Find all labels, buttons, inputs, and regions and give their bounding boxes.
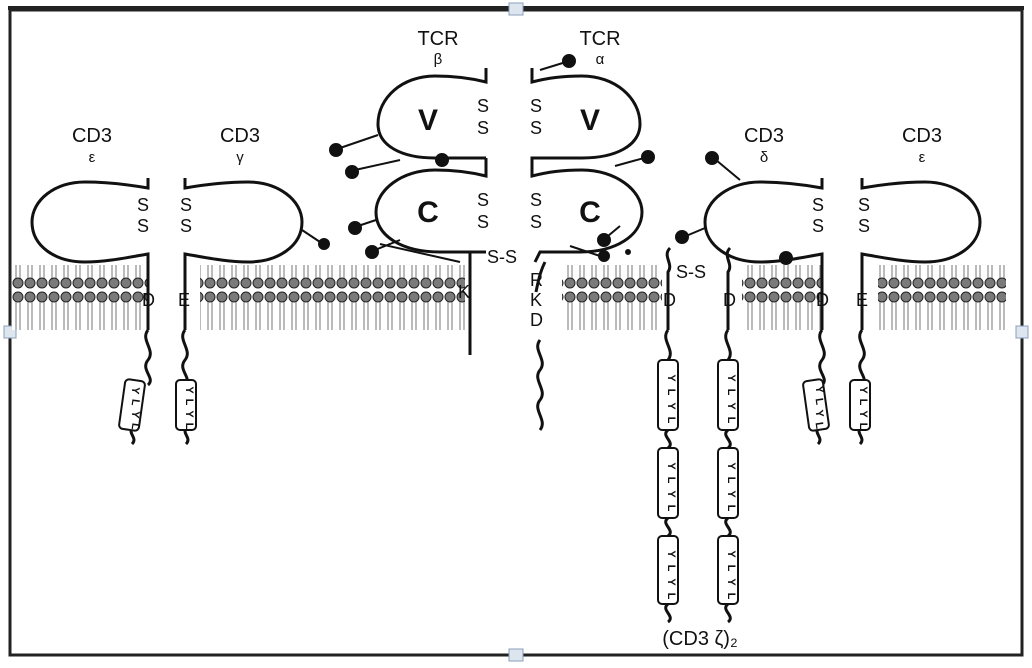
label-gamma: γ xyxy=(236,149,244,166)
s-tcra-3: S xyxy=(530,190,542,210)
domain-c-alpha: C xyxy=(579,196,601,229)
svg-text:L: L xyxy=(857,399,869,406)
s-cd3d-1: S xyxy=(812,195,824,215)
domain-v-beta: V xyxy=(418,104,438,137)
svg-text:L: L xyxy=(665,593,677,600)
zeta-disulfide: S-S xyxy=(676,262,706,282)
svg-text:L: L xyxy=(725,477,737,484)
svg-text:Y: Y xyxy=(857,410,869,418)
svg-text:Y: Y xyxy=(725,550,737,558)
tm-tcra-k: K xyxy=(530,290,542,310)
s-tcrb-2: S xyxy=(477,118,489,138)
label-beta: β xyxy=(434,51,443,68)
svg-text:L: L xyxy=(665,417,677,424)
svg-text:L: L xyxy=(857,423,869,430)
domain-v-alpha: V xyxy=(580,104,600,137)
svg-text:Y: Y xyxy=(665,374,677,382)
label-cd3-epsilon-left: CD3 xyxy=(72,125,112,147)
tm-cd3d: D xyxy=(816,290,829,310)
svg-text:Y: Y xyxy=(665,550,677,558)
svg-text:Y: Y xyxy=(725,402,737,410)
s-cd3d-2: S xyxy=(812,216,824,236)
svg-text:L: L xyxy=(725,593,737,600)
label-epsilon-right: ε xyxy=(919,149,926,166)
tm-tcra-d: D xyxy=(530,310,543,330)
svg-text:Y: Y xyxy=(725,374,737,382)
glycan-cd3-gamma xyxy=(318,238,330,250)
s-cd3g-2: S xyxy=(180,216,192,236)
label-cd3-zeta-dimer: (CD3 ζ)₂ xyxy=(662,628,737,650)
s-cd3e-left-2: S xyxy=(137,216,149,236)
svg-text:L: L xyxy=(725,505,737,512)
label-cd3-gamma: CD3 xyxy=(220,125,260,147)
svg-text:Y: Y xyxy=(857,386,869,394)
s-tcrb-1: S xyxy=(477,96,489,116)
domain-c-beta: C xyxy=(417,196,439,229)
s-tcrb-3: S xyxy=(477,190,489,210)
s-cd3g-1: S xyxy=(180,195,192,215)
s-tcra-1: S xyxy=(530,96,542,116)
label-cd3-delta: CD3 xyxy=(744,125,784,147)
tm-zeta-1: D xyxy=(663,290,676,310)
label-epsilon-left: ε xyxy=(89,149,96,166)
svg-text:L: L xyxy=(725,417,737,424)
itam-cd3-epsilon-right: Y L Y L xyxy=(850,380,870,430)
tm-zeta-2: D xyxy=(723,290,736,310)
svg-text:Y: Y xyxy=(665,578,677,586)
tm-cd3e-left: D xyxy=(142,290,155,310)
label-tcr-alpha: TCR xyxy=(579,28,620,50)
svg-text:L: L xyxy=(665,389,677,396)
tm-cd3e-right: E xyxy=(856,290,868,310)
svg-text:Y: Y xyxy=(725,462,737,470)
label-tcr-beta: TCR xyxy=(417,28,458,50)
svg-text:L: L xyxy=(183,423,195,430)
svg-text:Y: Y xyxy=(665,402,677,410)
svg-text:Y: Y xyxy=(665,462,677,470)
svg-text:Y: Y xyxy=(665,490,677,498)
svg-text:L: L xyxy=(665,505,677,512)
svg-text:L: L xyxy=(725,565,737,572)
svg-text:Y: Y xyxy=(183,386,195,394)
label-cd3-epsilon-right: CD3 xyxy=(902,125,942,147)
svg-text:Y: Y xyxy=(183,410,195,418)
svg-text:Y: Y xyxy=(725,578,737,586)
svg-text:L: L xyxy=(665,477,677,484)
svg-text:L: L xyxy=(665,565,677,572)
tm-cd3g: E xyxy=(178,290,190,310)
s-cd3e-right-2: S xyxy=(858,216,870,236)
itam-cd3-gamma: Y L Y L xyxy=(176,380,196,430)
tm-tcrb: K xyxy=(458,282,470,302)
label-alpha: α xyxy=(596,51,605,68)
svg-text:Y: Y xyxy=(725,490,737,498)
figure-frame xyxy=(10,10,1022,655)
s-cd3e-left-1: S xyxy=(137,195,149,215)
s-tcra-4: S xyxy=(530,212,542,232)
svg-text:L: L xyxy=(183,399,195,406)
s-cd3e-right-1: S xyxy=(858,195,870,215)
svg-text:L: L xyxy=(725,389,737,396)
tm-tcra-r: R xyxy=(530,270,543,290)
s-tcra-2: S xyxy=(530,118,542,138)
s-tcrb-4: S xyxy=(477,212,489,232)
tcr-disulfide: S-S xyxy=(487,247,517,267)
label-delta: δ xyxy=(760,149,768,166)
